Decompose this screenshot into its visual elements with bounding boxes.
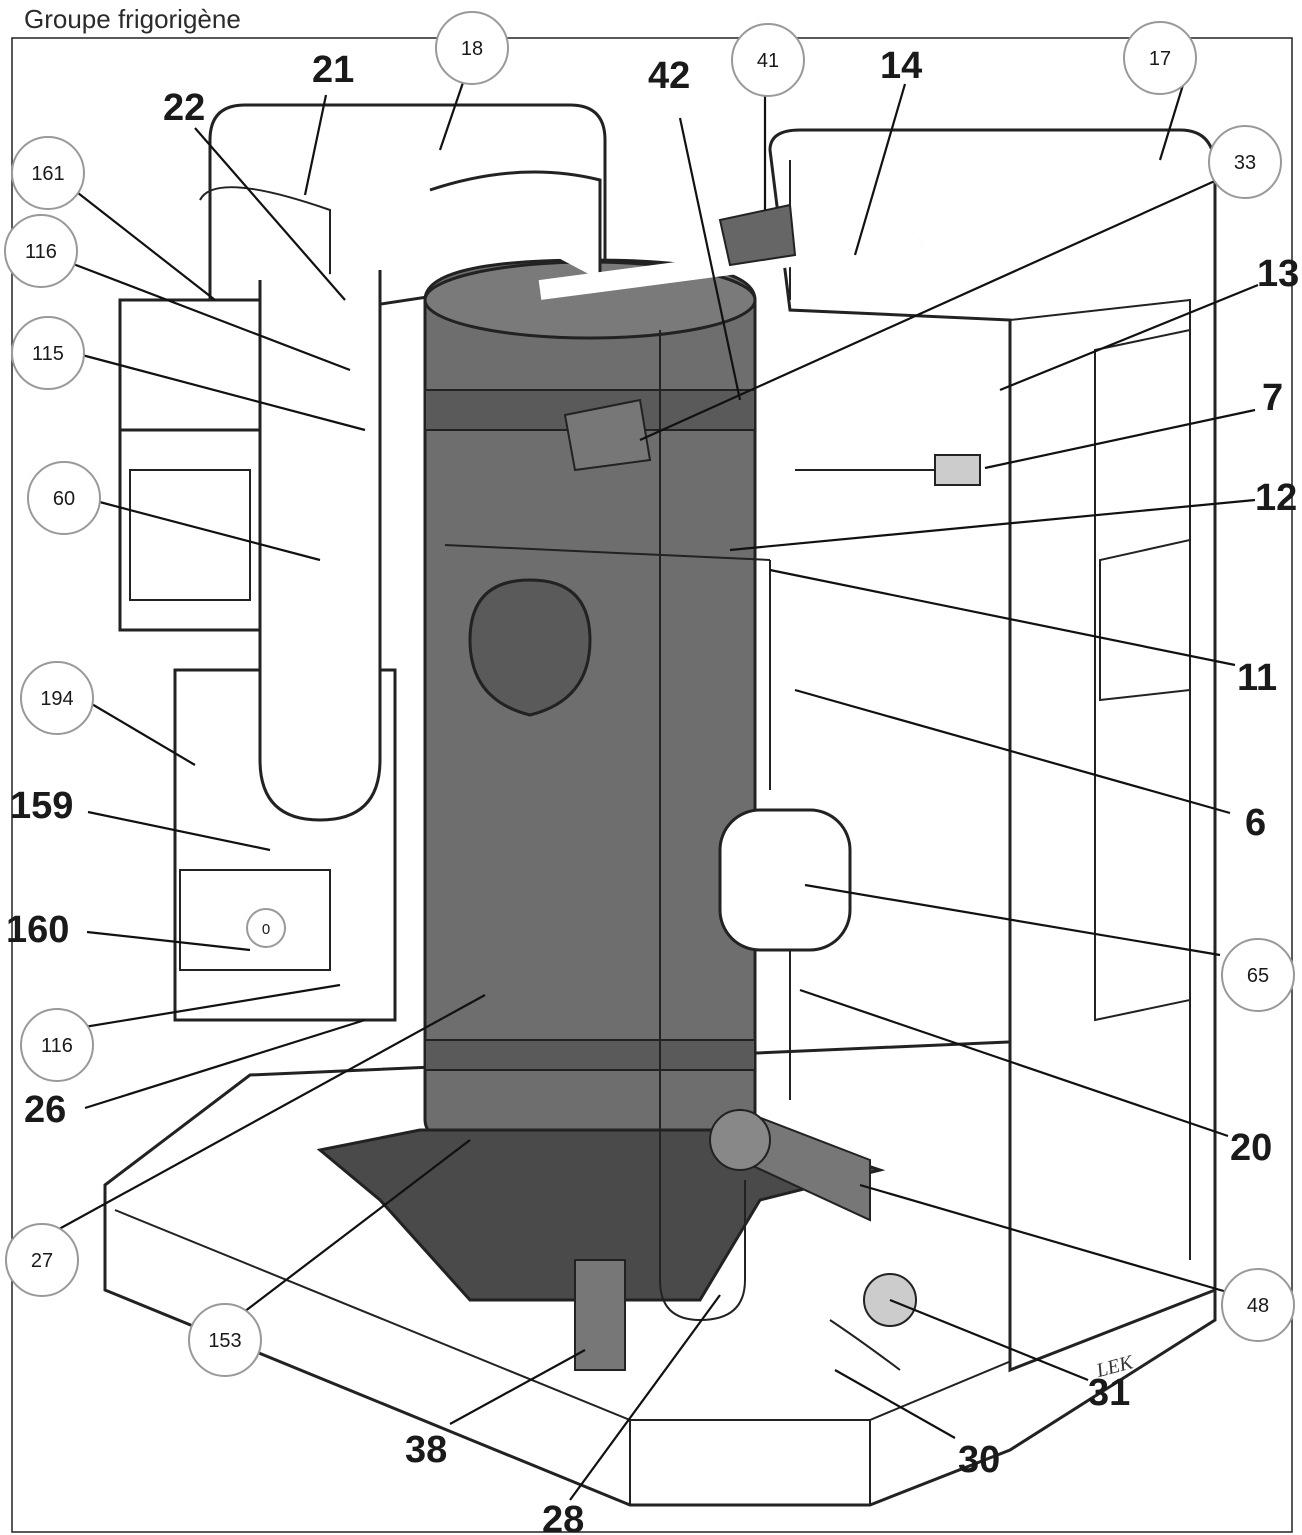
svg-text:194: 194 [40,688,73,710]
svg-text:18: 18 [461,38,483,60]
diagram-frame [11,37,1293,1533]
callout-60: 60 [27,461,101,535]
label-7: 7 [1262,377,1283,419]
label-22: 22 [163,87,205,129]
callout-33: 33 [1208,125,1282,199]
label-31: 31 [1088,1372,1130,1414]
svg-text:161: 161 [31,163,64,185]
callout-115: 115 [11,316,85,390]
callout-161: 161 [11,136,85,210]
callout-48: 48 [1221,1268,1295,1342]
callout-65: 65 [1221,938,1295,1012]
label-6: 6 [1245,802,1266,844]
label-159: 159 [10,785,73,827]
svg-text:48: 48 [1247,1295,1269,1317]
label-14: 14 [880,45,922,87]
callout-194: 194 [20,661,94,735]
page-title: Groupe frigorigène [24,4,241,34]
callout-41: 41 [731,23,805,97]
svg-text:17: 17 [1149,48,1171,70]
leader-lines [29,61,1259,1501]
svg-text:60: 60 [53,488,75,510]
label-13: 13 [1257,253,1299,295]
callout-18: 18 [435,11,509,85]
label-21: 21 [312,49,354,91]
label-11: 11 [1237,657,1277,699]
callout-116-top: 116 [4,214,78,288]
svg-text:33: 33 [1234,152,1256,174]
svg-text:153: 153 [208,1330,241,1352]
callout-17: 17 [1123,21,1197,95]
svg-text:65: 65 [1247,965,1269,987]
callout-116-bottom: 116 [20,1008,94,1082]
label-26: 26 [24,1089,66,1131]
callout-27: 27 [5,1223,79,1297]
label-20: 20 [1230,1127,1272,1169]
callout-0: 0 [246,908,286,948]
label-160: 160 [6,909,69,951]
label-42: 42 [648,55,690,97]
equipment-illustration [103,103,1217,1507]
label-28: 28 [542,1499,584,1535]
label-30: 30 [958,1439,1000,1481]
svg-text:41: 41 [757,50,779,72]
svg-text:27: 27 [31,1250,53,1272]
svg-text:116: 116 [25,241,57,263]
callout-153: 153 [188,1303,262,1377]
label-38: 38 [405,1429,447,1471]
svg-text:115: 115 [32,343,64,365]
svg-text:116: 116 [41,1035,73,1057]
svg-text:0: 0 [262,921,270,938]
label-12: 12 [1255,477,1297,519]
